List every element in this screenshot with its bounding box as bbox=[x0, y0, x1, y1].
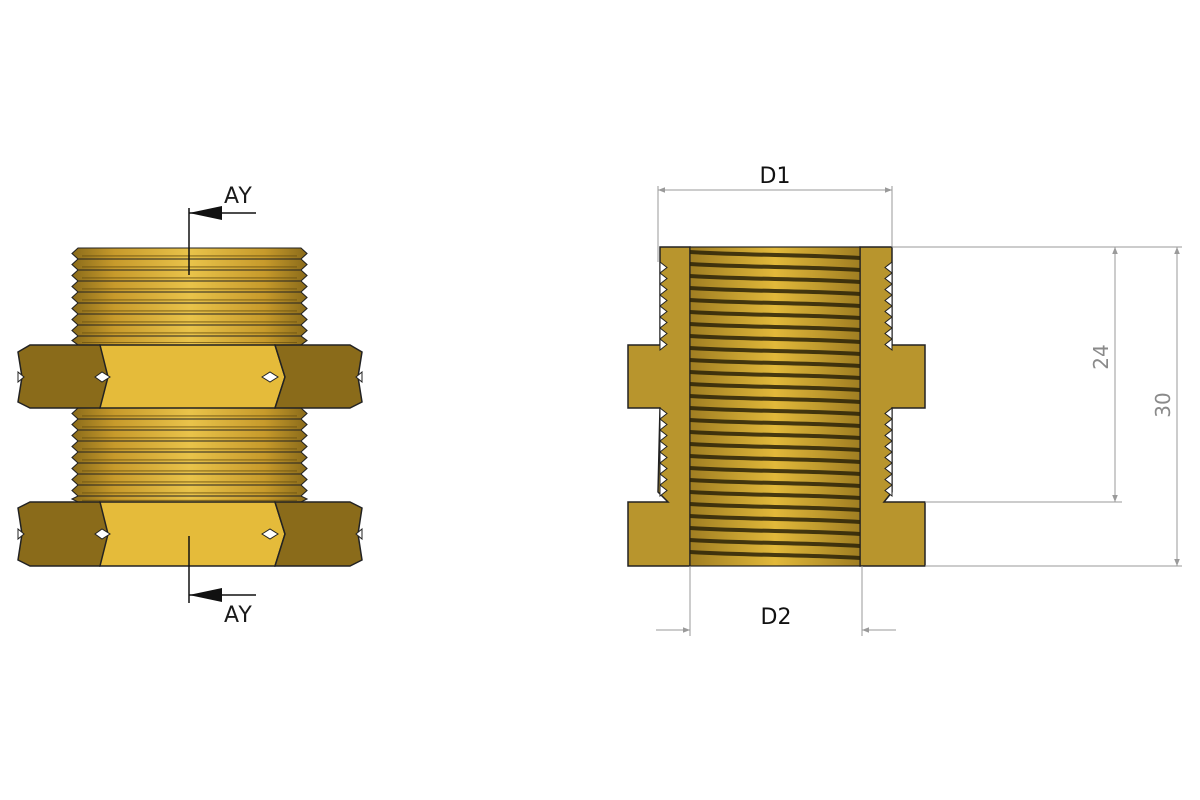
lower-hex-nut bbox=[17, 501, 363, 567]
thread-ridge bbox=[71, 462, 308, 475]
bore-thread-line bbox=[690, 322, 860, 332]
bore-thread-line bbox=[690, 490, 860, 500]
thread-tooth bbox=[884, 315, 893, 330]
bore-thread-line bbox=[690, 466, 860, 476]
thread-ridge bbox=[71, 429, 308, 442]
section-marker-top: AY bbox=[188, 184, 256, 275]
bore-thread-line bbox=[690, 550, 860, 560]
thread-tooth bbox=[884, 461, 893, 476]
thread-tooth bbox=[659, 304, 668, 319]
thread-tooth bbox=[884, 271, 893, 286]
internal-thread bbox=[689, 246, 861, 567]
thread-ridge bbox=[71, 313, 308, 326]
bore-thread-line bbox=[690, 478, 860, 488]
bore-thread-line bbox=[690, 358, 860, 368]
bore-thread-line bbox=[690, 406, 860, 416]
bore-thread-line bbox=[690, 394, 860, 404]
thread-tooth bbox=[659, 293, 668, 308]
thread-ridge bbox=[70, 495, 309, 503]
thread-tooth bbox=[884, 472, 893, 487]
thread-tooth bbox=[884, 293, 893, 308]
bore-thread-line bbox=[690, 538, 860, 548]
bore-thread-line bbox=[690, 346, 860, 356]
thread-ridge bbox=[71, 335, 308, 346]
thread-tooth bbox=[659, 326, 668, 341]
bore-thread-line bbox=[690, 430, 860, 440]
bore-thread-line bbox=[690, 262, 860, 272]
thread-ridge bbox=[71, 291, 308, 304]
thread-tooth bbox=[884, 337, 893, 352]
thread-tooth bbox=[659, 406, 668, 421]
dimension-label-30: 30 bbox=[1151, 392, 1175, 417]
bore-thread-line bbox=[690, 442, 860, 452]
bore-thread-line bbox=[690, 382, 860, 392]
thread-tooth bbox=[884, 260, 893, 275]
upper-hex-nut bbox=[17, 344, 363, 409]
bore-thread-line bbox=[690, 298, 860, 308]
thread-ridge bbox=[71, 440, 308, 453]
exterior-view: AY AY bbox=[17, 184, 363, 628]
thread-ridge bbox=[71, 484, 308, 497]
bore-thread-line bbox=[690, 370, 860, 380]
bore-thread-line bbox=[690, 334, 860, 344]
section-view: D1 D2 24 30 bbox=[627, 164, 1182, 636]
thread-tooth bbox=[659, 315, 668, 330]
dimension-thread-length: 24 bbox=[892, 246, 1130, 503]
external-thread-right bbox=[884, 260, 893, 498]
thread-tooth bbox=[884, 428, 893, 443]
thread-tooth bbox=[659, 450, 668, 465]
thread-ridge bbox=[71, 473, 308, 486]
section-wall-left bbox=[627, 246, 691, 567]
thread-tooth bbox=[659, 417, 668, 432]
section-label-top: AY bbox=[224, 184, 253, 209]
thread-ridge bbox=[71, 418, 308, 431]
thread-tooth bbox=[884, 450, 893, 465]
thread-ridge bbox=[71, 302, 308, 315]
thread-ridge bbox=[71, 407, 308, 420]
thread-tooth bbox=[659, 461, 668, 476]
thread-tooth bbox=[659, 472, 668, 487]
bore-thread-line bbox=[690, 514, 860, 524]
bore-thread-line bbox=[690, 454, 860, 464]
bore-thread-line bbox=[690, 418, 860, 428]
dimension-label-24: 24 bbox=[1089, 344, 1113, 369]
bore-thread-line bbox=[690, 310, 860, 320]
bore-thread-line bbox=[690, 274, 860, 284]
thread-tooth bbox=[884, 483, 893, 498]
bore-thread-line bbox=[690, 526, 860, 536]
thread-tooth bbox=[659, 483, 668, 498]
upper-thread bbox=[71, 247, 308, 346]
thread-ridge bbox=[71, 324, 308, 337]
thread-tooth bbox=[884, 304, 893, 319]
dimension-d1: D1 bbox=[657, 164, 893, 262]
bore-thread-line bbox=[690, 502, 860, 512]
thread-tooth bbox=[884, 406, 893, 421]
thread-tooth bbox=[884, 326, 893, 341]
dimension-label-d2: D2 bbox=[761, 605, 792, 630]
thread-tooth bbox=[659, 428, 668, 443]
thread-ridge bbox=[71, 451, 308, 464]
thread-tooth bbox=[884, 282, 893, 297]
section-label-bottom: AY bbox=[224, 603, 253, 628]
thread-tooth bbox=[884, 439, 893, 454]
thread-tooth bbox=[659, 260, 668, 275]
dimension-total-height: 30 bbox=[925, 246, 1182, 567]
thread-ridge bbox=[71, 280, 308, 293]
external-thread-left bbox=[659, 260, 668, 498]
bore-thread-line bbox=[690, 286, 860, 296]
bore-thread-line bbox=[690, 250, 860, 260]
thread-tooth bbox=[659, 271, 668, 286]
thread-tooth bbox=[659, 439, 668, 454]
thread-tooth bbox=[659, 337, 668, 352]
thread-tooth bbox=[659, 282, 668, 297]
dimension-label-d1: D1 bbox=[760, 164, 791, 189]
middle-thread bbox=[70, 407, 309, 503]
dimension-d2: D2 bbox=[656, 566, 896, 636]
thread-tooth bbox=[884, 417, 893, 432]
section-marker-bottom: AY bbox=[188, 536, 256, 628]
